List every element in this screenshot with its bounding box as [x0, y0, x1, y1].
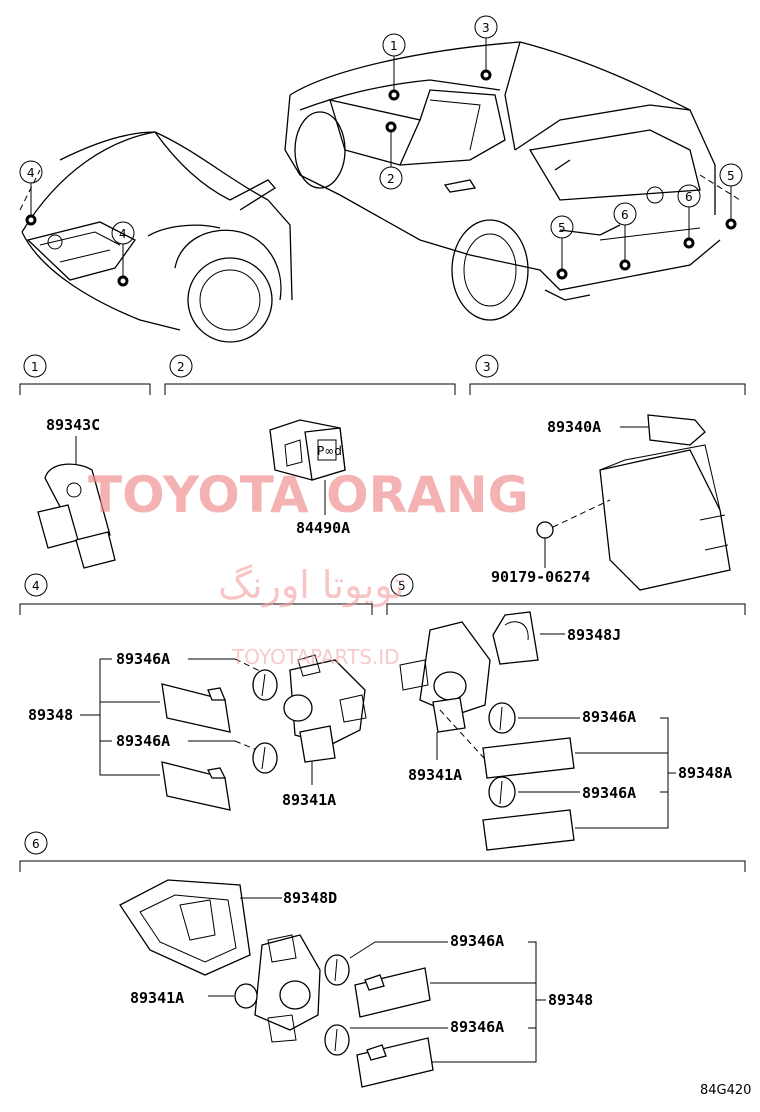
switch-text: P∞d	[317, 444, 342, 458]
section-3-parts: 89340A 90179-06274	[491, 414, 731, 591]
label-89341A-6: 89341A	[130, 989, 184, 1007]
callout-1-top: 1	[390, 39, 398, 53]
front-car-illustration	[19, 131, 293, 343]
label-89348D: 89348D	[283, 889, 337, 907]
section-2-marker: 2	[177, 360, 185, 374]
callout-6a-top: 6	[621, 208, 629, 222]
label-89348-4: 89348	[28, 706, 73, 724]
label-89348J: 89348J	[567, 626, 621, 644]
section-1-marker: 1	[31, 360, 39, 374]
callout-6b-top: 6	[685, 190, 693, 204]
label-89341A-5: 89341A	[408, 766, 462, 784]
watermark-line3: TOYOTAPARTS.ID	[231, 645, 400, 669]
section-5-marker: 5	[398, 579, 406, 593]
label-89346A-5b: 89346A	[582, 784, 636, 802]
label-84490A: 84490A	[296, 519, 350, 537]
section-headers-row1: 1 2 3	[19, 354, 746, 395]
label-90179-06274: 90179-06274	[491, 568, 590, 586]
label-89348-6: 89348	[548, 991, 593, 1009]
section-2-parts: P∞d 84490A	[269, 419, 350, 537]
section-4-marker: 4	[32, 579, 40, 593]
section-4-parts: 89346A 89348 89346A 89341A	[28, 650, 367, 811]
section-6-parts: 89348D 89341A 89346A 89346A 89348	[119, 879, 593, 1088]
label-89340A: 89340A	[547, 418, 601, 436]
watermark-line1: TOYOTA ORANG	[88, 466, 529, 524]
section-6-marker: 6	[32, 837, 40, 851]
callout-3-top: 3	[482, 21, 490, 35]
rear-car-illustration	[284, 41, 741, 321]
section-3-marker: 3	[483, 360, 491, 374]
section-header-row3: 6	[19, 831, 746, 872]
callout-5b-top: 5	[727, 169, 735, 183]
callout-4b-top: 4	[119, 227, 127, 241]
watermark-line2: تویوتا اورنگ	[218, 563, 405, 608]
label-89346A-5a: 89346A	[582, 708, 636, 726]
callout-markers: 1 2 3 4 4 5 5 6 6	[19, 15, 743, 287]
watermark: TOYOTA ORANG تویوتا اورنگ TOYOTAPARTS.ID	[88, 466, 529, 669]
label-89348A: 89348A	[678, 764, 732, 782]
label-89346A-4b: 89346A	[116, 732, 170, 750]
callout-2-top: 2	[387, 172, 395, 186]
diagram-code: 84G420	[700, 1083, 751, 1098]
callout-5a-top: 5	[558, 221, 566, 235]
callout-4a-top: 4	[27, 166, 35, 180]
label-89343C: 89343C	[46, 416, 100, 434]
section-headers-row2: 4 5	[19, 573, 746, 615]
section-1-parts: 89343C	[37, 416, 116, 569]
section-5-parts: 89348J 89341A 89346A 89346A 89348A	[399, 611, 732, 851]
label-89341A-4: 89341A	[282, 791, 336, 809]
label-89346A-4a: 89346A	[116, 650, 170, 668]
label-89346A-6a: 89346A	[450, 932, 504, 950]
label-89346A-6b: 89346A	[450, 1018, 504, 1036]
